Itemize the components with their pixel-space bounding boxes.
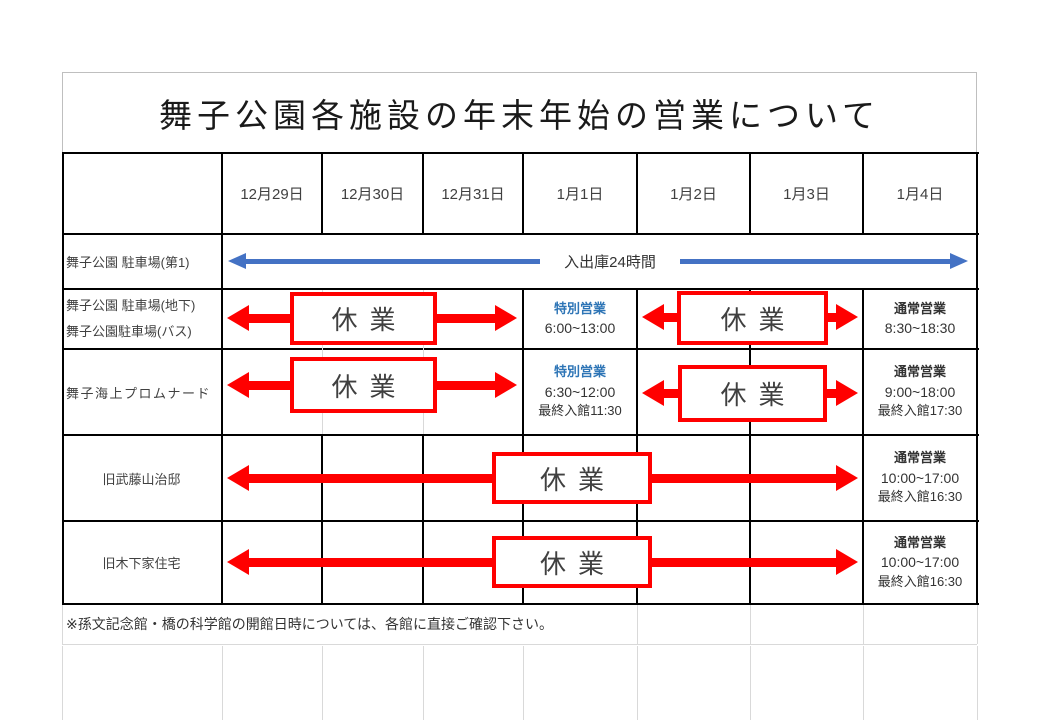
faint-gridline	[637, 646, 638, 720]
faint-gridline	[977, 605, 978, 644]
grid-line-h	[62, 288, 979, 290]
arrow-head-left-icon	[227, 305, 249, 331]
facility-label-parking-ug-bus: 舞子公園 駐車場(地下) 舞子公園駐車場(バス)	[66, 289, 195, 349]
faint-gridline	[322, 646, 323, 720]
normal-hours-cell: 通常営業 9:00~18:00 最終入館17:30	[863, 349, 977, 435]
closed-box: 休業	[492, 536, 652, 588]
grid-line-v	[749, 288, 751, 605]
date-header: 12月29日	[240, 186, 304, 203]
arrow-head-right-icon	[950, 253, 968, 269]
grid-line-v	[321, 434, 323, 605]
faint-gridline	[523, 646, 524, 720]
special-hours-time: 6:00~13:00	[544, 320, 616, 337]
grid-line-v	[422, 152, 424, 234]
footnote: ※孫文記念館・橋の科学館の開館日時については、各館に直接ご確認下さい。	[66, 615, 554, 632]
faint-gridline	[750, 605, 751, 644]
normal-hours-time: 8:30~18:30	[884, 320, 956, 337]
arrow-head-right-icon	[836, 549, 858, 575]
closed-box: 休業	[677, 291, 828, 345]
arrow-head-left-icon	[227, 372, 249, 398]
normal-hours-note: 最終入館16:30	[877, 573, 963, 589]
grid-line-v	[976, 152, 978, 605]
grid-line-h	[62, 233, 979, 235]
normal-hours-title: 通常営業	[893, 300, 946, 316]
date-header: 1月4日	[896, 186, 944, 203]
facility-label-line1: 舞子公園 駐車場(地下)	[66, 298, 196, 313]
faint-gridline	[863, 646, 864, 720]
faint-gridline	[750, 646, 751, 720]
faint-gridline	[62, 646, 63, 720]
arrow-head-left-icon	[227, 465, 249, 491]
faint-gridline	[222, 646, 223, 720]
special-hours-cell: 特別営業 6:00~13:00	[523, 289, 637, 349]
arrow-head-right-icon	[495, 305, 517, 331]
closed-box: 休業	[678, 365, 827, 422]
grid-line-v	[522, 288, 524, 605]
date-header: 12月31日	[441, 186, 505, 203]
normal-hours-time: 10:00~17:00	[880, 469, 960, 486]
grid-line-h	[62, 434, 979, 436]
date-header: 1月1日	[556, 186, 604, 203]
arrow-head-right-icon	[836, 380, 858, 406]
special-hours-note: 最終入館11:30	[538, 403, 622, 419]
normal-hours-title: 通常営業	[893, 450, 946, 465]
title-box: 舞子公園各施設の年末年始の営業について	[62, 72, 977, 152]
arrow-head-left-icon	[227, 549, 249, 575]
grid-line-v	[636, 152, 638, 234]
arrow-head-right-icon	[836, 304, 858, 330]
arrow-head-left-icon	[642, 380, 664, 406]
grid-line-v	[221, 152, 223, 605]
normal-hours-note: 最終入館17:30	[877, 403, 963, 419]
normal-hours-cell: 通常営業 10:00~17:00 最終入館16:30	[863, 521, 977, 604]
facility-label-parking1: 舞子公園 駐車場(第1)	[66, 254, 190, 270]
grid-line-h	[62, 603, 979, 605]
faint-gridline	[62, 644, 977, 645]
date-header: 1月2日	[670, 186, 717, 203]
normal-hours-note: 最終入館16:30	[877, 489, 963, 505]
facility-label-line2: 舞子公園駐車場(バス)	[66, 324, 192, 339]
normal-hours-cell: 通常営業 10:00~17:00 最終入館16:30	[863, 435, 977, 521]
faint-gridline	[637, 605, 638, 644]
arrow-head-right-icon	[495, 372, 517, 398]
grid-line-v	[749, 152, 751, 234]
facility-label-kinoshita-house: 旧木下家住宅	[102, 556, 181, 571]
normal-hours-time: 9:00~18:00	[884, 383, 956, 400]
grid-line-h	[62, 152, 979, 154]
faint-gridline	[977, 646, 978, 720]
normal-hours-title: 通常営業	[893, 364, 946, 379]
grid-line-v	[522, 152, 524, 234]
closed-box: 休業	[492, 452, 652, 504]
open-24h-label: 入出庫24時間	[540, 248, 680, 274]
arrow-head-left-icon	[228, 253, 246, 269]
grid-line-v	[862, 288, 864, 605]
date-header: 12月30日	[340, 186, 405, 203]
special-hours-title: 特別営業	[553, 364, 606, 379]
arrow-head-right-icon	[836, 465, 858, 491]
normal-hours-title: 通常営業	[893, 534, 946, 550]
faint-gridline	[423, 646, 424, 720]
normal-hours-cell: 通常営業 8:30~18:30	[863, 289, 977, 349]
grid-line-v	[62, 152, 64, 605]
grid-line-h	[62, 348, 979, 350]
closed-box: 休業	[290, 292, 437, 345]
facility-label-muto-house: 旧武藤山治邸	[102, 471, 181, 487]
grid-line-v	[321, 152, 323, 234]
closed-box: 休業	[290, 357, 437, 413]
special-hours-title: 特別営業	[553, 300, 606, 316]
faint-gridline	[863, 605, 864, 644]
page-title: 舞子公園各施設の年末年始の営業について	[158, 96, 880, 134]
facility-label-promenade: 舞子海上プロムナード	[66, 385, 212, 401]
faint-gridline	[62, 605, 63, 644]
grid-line-h	[62, 520, 979, 522]
grid-line-v	[422, 434, 424, 605]
grid-line-v	[636, 288, 638, 605]
arrow-head-left-icon	[642, 304, 664, 330]
date-header: 1月3日	[783, 186, 830, 203]
grid-line-v	[862, 152, 864, 234]
special-hours-time: 6:30~12:00	[544, 383, 616, 400]
normal-hours-time: 10:00~17:00	[880, 554, 960, 571]
special-hours-cell: 特別営業 6:30~12:00 最終入館11:30	[523, 349, 637, 435]
